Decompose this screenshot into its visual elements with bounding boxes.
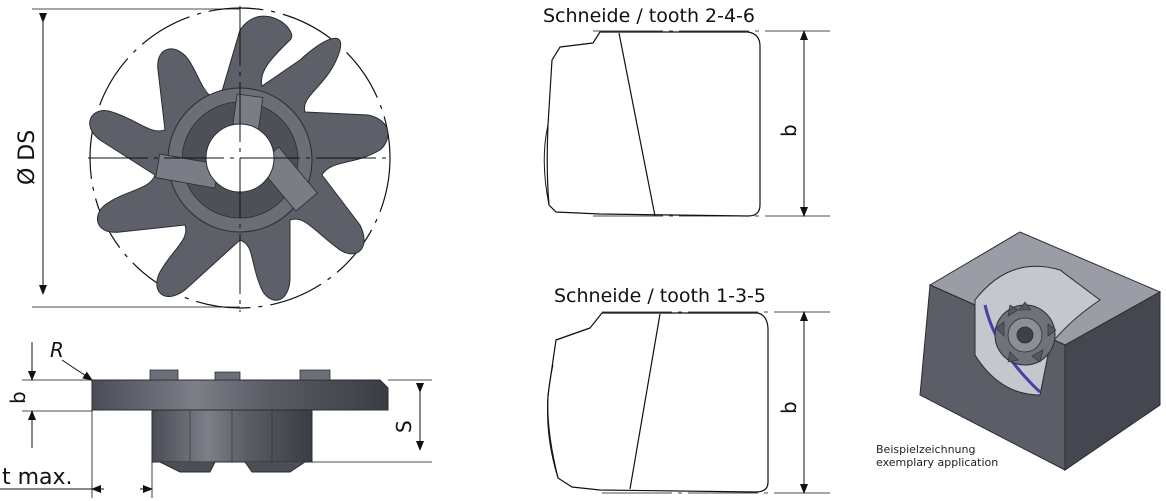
diameter-label: Ø DS <box>15 130 40 185</box>
thickness-label: S <box>392 420 416 433</box>
small-cutter <box>994 301 1057 366</box>
tooth-246-title: Schneide / tooth 2-4-6 <box>543 5 755 27</box>
caption-line-german: Beispielzeichnung <box>876 443 976 456</box>
cutter-front-view: Ø DS <box>15 6 392 312</box>
tooth-246-outline <box>546 31 761 217</box>
t-max-label: t max. <box>2 465 73 490</box>
side-width-label: b <box>6 391 30 404</box>
tooth-135-title: Schneide / tooth 1-3-5 <box>554 285 766 307</box>
tooth-135-view: Schneide / tooth 1-3-5 b <box>547 285 830 494</box>
application-illustration <box>919 231 1162 471</box>
tooth-246-view: Schneide / tooth 2-4-6 b <box>543 5 830 217</box>
tooth-135-width-label: b <box>777 401 801 414</box>
tooth-246-width-label: b <box>777 124 801 137</box>
cutter-side-view: R b S t max. <box>0 338 432 498</box>
tooth-135-outline <box>547 312 769 493</box>
caption-line-english: exemplary application <box>876 456 999 469</box>
application-caption: Beispielzeichnung exemplary application <box>876 443 998 469</box>
side-flange <box>91 379 389 411</box>
radius-label: R <box>50 338 64 362</box>
